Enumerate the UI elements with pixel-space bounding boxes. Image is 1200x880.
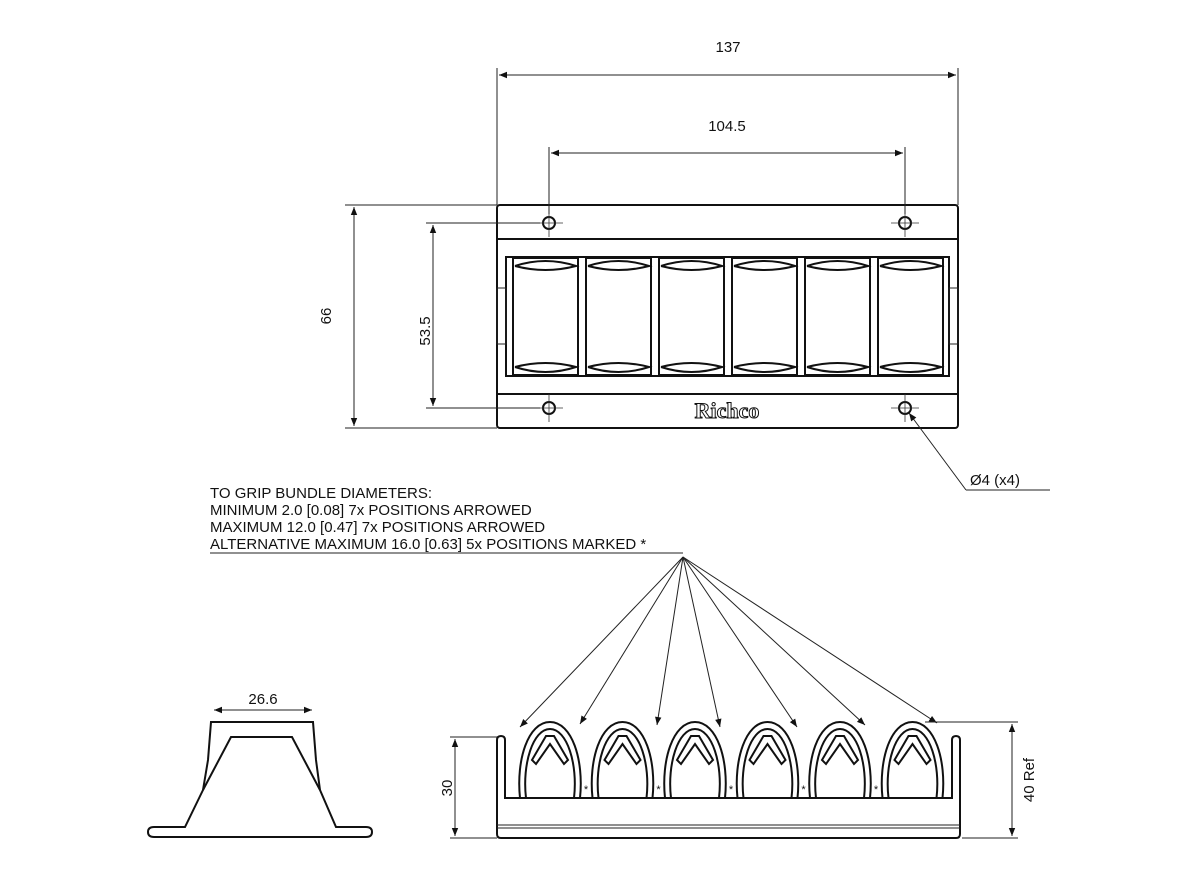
leader-arrow — [682, 556, 722, 728]
alt-position-marker: * — [729, 784, 734, 796]
clip: * — [735, 720, 806, 799]
right-tab — [948, 287, 959, 345]
grip-notes: TO GRIP BUNDLE DIAMETERS: MINIMUM 2.0 [0… — [210, 485, 683, 554]
cavity — [877, 257, 945, 376]
svg-text:40 Ref: 40 Ref — [1021, 757, 1038, 802]
side-view: 26.6 — [146, 691, 374, 838]
cavity — [512, 257, 580, 376]
note-line: TO GRIP BUNDLE DIAMETERS: — [210, 485, 432, 502]
alt-position-marker: * — [874, 784, 879, 796]
leader-arrow — [682, 556, 798, 728]
left-tab — [496, 287, 507, 345]
dimension-base-height: 30 — [439, 736, 497, 839]
alt-position-marker: * — [656, 784, 661, 796]
dimension-overall-length: 137 — [496, 39, 959, 205]
dimension-overall-height: 40 Ref — [925, 721, 1038, 839]
leader-arrow — [682, 556, 938, 724]
note-line: ALTERNATIVE MAXIMUM 16.0 [0.63] 5x POSIT… — [210, 536, 646, 553]
front-view: * * * * * 30 40 Ref — [439, 720, 1038, 839]
dimension-top-width: 26.6 — [248, 691, 277, 708]
cavity — [585, 257, 653, 376]
svg-text:53.5: 53.5 — [417, 316, 434, 345]
clips: * * * * * — [518, 720, 945, 799]
mounting-hole — [891, 394, 919, 422]
clip: * — [590, 720, 661, 799]
position-arrows — [519, 556, 938, 728]
alt-position-marker: * — [584, 784, 589, 796]
cavity-frame — [505, 256, 950, 377]
top-view: Richco 137 104.5 66 53.5 — [318, 39, 1050, 491]
svg-text:66: 66 — [318, 308, 335, 325]
dimension-hole-pitch-y: 53.5 — [417, 222, 540, 409]
clip: * — [663, 720, 734, 799]
svg-text:30: 30 — [439, 780, 456, 797]
svg-text:137: 137 — [715, 39, 740, 56]
dimension-overall-width: 66 — [318, 204, 497, 429]
cavity — [658, 257, 726, 376]
alt-position-marker: * — [801, 784, 806, 796]
clip: * — [808, 720, 879, 799]
clip: * — [518, 720, 589, 799]
leader-arrow — [579, 556, 684, 725]
leader-arrow — [682, 556, 866, 726]
cavity — [731, 257, 799, 376]
svg-text:104.5: 104.5 — [708, 118, 746, 135]
clip — [880, 720, 945, 799]
cavity — [804, 257, 872, 376]
svg-text:Ø4 (x4): Ø4 (x4) — [970, 472, 1020, 489]
leader-arrow — [655, 556, 684, 726]
dimension-hole-pitch-x: 104.5 — [548, 118, 906, 214]
leader-arrow — [519, 556, 684, 728]
note-line: MINIMUM 2.0 [0.08] 7x POSITIONS ARROWED — [210, 502, 532, 519]
note-line: MAXIMUM 12.0 [0.47] 7x POSITIONS ARROWED — [210, 519, 545, 536]
richco-logo: Richco — [695, 398, 760, 423]
mounting-holes — [535, 209, 919, 422]
hole-callout: Ø4 (x4) — [908, 412, 1050, 491]
cavities — [512, 257, 945, 376]
